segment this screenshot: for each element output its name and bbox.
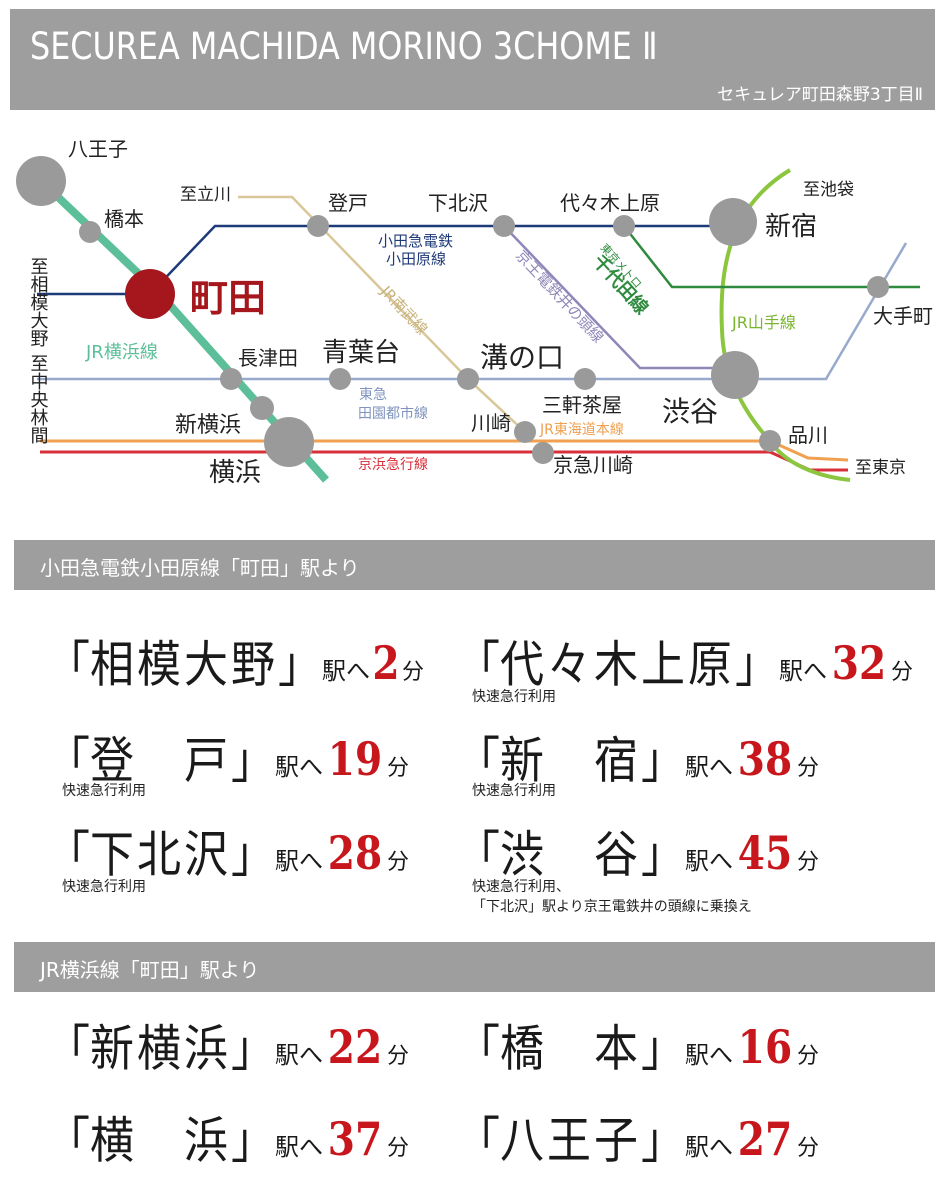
label-yokohama: 横浜 bbox=[209, 458, 261, 488]
route-map: 八王子 橋本 町田 長津田 新横浜 横浜 青葉台 登戸 下北沢 代々木上原 新宿… bbox=[16, 137, 933, 488]
property-title: SECUREA MACHIDA MORINO 3CHOME Ⅱ bbox=[30, 25, 658, 68]
label-sangenjaya: 三軒茶屋 bbox=[542, 393, 622, 417]
station-noborito bbox=[307, 215, 329, 237]
entry-name: 八王子 bbox=[500, 1112, 641, 1170]
dir-chuorinkan: 至中央林間 bbox=[28, 354, 49, 445]
note-shibuya-2: 「下北沢」駅より京王電鉄井の頭線に乗換え bbox=[472, 899, 752, 915]
entry-name: 渋 谷 bbox=[500, 826, 641, 884]
station-hashimoto bbox=[79, 221, 101, 243]
entry-minutes: 38 bbox=[737, 732, 793, 786]
entry-minutes: 37 bbox=[327, 1112, 383, 1166]
label-shibuya: 渋谷 bbox=[662, 395, 718, 428]
entry-name: 相模大野 bbox=[90, 636, 278, 694]
entry-name: 新横浜 bbox=[90, 1020, 231, 1078]
entry-minutes: 16 bbox=[737, 1020, 793, 1074]
line-keikyu: 京浜急行線 bbox=[358, 457, 428, 473]
property-subtitle: セキュレア町田森野3丁目Ⅱ bbox=[717, 85, 923, 105]
section-jr-title: JR横浜線「町田」駅より bbox=[40, 958, 260, 982]
section-odakyu-title: 小田急電鉄小田原線「町田」駅より bbox=[40, 556, 360, 580]
station-nagatsuta bbox=[220, 368, 242, 390]
station-aobadai bbox=[329, 368, 351, 390]
station-hachioji bbox=[16, 156, 66, 206]
note-shibuya-1: 快速急行利用、 bbox=[472, 879, 570, 895]
label-mizonokuchi: 溝の口 bbox=[480, 341, 564, 374]
station-machida bbox=[125, 269, 175, 319]
station-shinyokohama bbox=[250, 396, 274, 420]
note-yoyogiuehara: 快速急行利用 bbox=[472, 689, 556, 705]
station-yokohama bbox=[264, 417, 314, 467]
entry-minutes: 19 bbox=[327, 732, 383, 786]
station-shinagawa bbox=[759, 430, 781, 452]
section-odakyu-header: 小田急電鉄小田原線「町田」駅より bbox=[14, 540, 935, 590]
label-otemachi: 大手町 bbox=[873, 304, 933, 328]
station-otemachi bbox=[867, 276, 889, 298]
dir-ikebukuro: 至池袋 bbox=[803, 180, 854, 200]
entry-name: 下北沢 bbox=[90, 826, 231, 884]
note-noborito: 快速急行利用 bbox=[62, 783, 146, 799]
label-kawasaki: 川崎 bbox=[471, 411, 511, 435]
entry-name: 横 浜 bbox=[90, 1112, 231, 1170]
line-odakyu-1: 小田急電鉄 bbox=[378, 232, 453, 250]
label-hachioji: 八王子 bbox=[68, 137, 128, 161]
entry-minutes: 45 bbox=[737, 826, 793, 880]
entry-minutes: 2 bbox=[372, 636, 400, 690]
label-noborito: 登戸 bbox=[328, 191, 368, 215]
label-shimokitazawa: 下北沢 bbox=[428, 191, 488, 215]
line-yokohama: JR横浜線 bbox=[85, 342, 158, 363]
label-yoyogiuehara: 代々木上原 bbox=[560, 191, 660, 215]
entry-minutes: 32 bbox=[831, 636, 887, 690]
station-keikyukawasaki bbox=[532, 442, 554, 464]
line-nambu: JR南武線 bbox=[376, 282, 431, 339]
station-sangenjaya bbox=[574, 368, 596, 390]
dir-tachikawa: 至立川 bbox=[180, 185, 231, 205]
label-shinagawa: 品川 bbox=[788, 423, 828, 447]
note-shimokitazawa: 快速急行利用 bbox=[62, 879, 146, 895]
line-tokaido: JR東海道本線 bbox=[539, 422, 624, 438]
tokaido-line-east bbox=[769, 439, 849, 462]
label-machida: 町田 bbox=[190, 275, 266, 320]
entry-minutes: 28 bbox=[327, 826, 383, 880]
dir-tokyo: 至東京 bbox=[855, 458, 906, 478]
nambu-line bbox=[238, 195, 526, 433]
dir-sagamiono: 至相模大野 bbox=[28, 257, 49, 347]
odakyu-line bbox=[37, 224, 730, 296]
label-keikyukawasaki: 京急川崎 bbox=[553, 453, 633, 477]
station-kawasaki bbox=[514, 421, 536, 443]
station-shinjuku bbox=[709, 198, 757, 246]
station-shimokitazawa bbox=[493, 215, 515, 237]
station-mizonokuchi bbox=[457, 368, 479, 390]
chiyoda-line bbox=[623, 225, 920, 289]
station-yoyogiuehara bbox=[613, 215, 635, 237]
line-tokyu-2: 田園都市線 bbox=[358, 405, 428, 422]
entry-minutes: 22 bbox=[327, 1020, 383, 1074]
entry-name: 登 戸 bbox=[90, 732, 231, 790]
line-yamanote: JR山手線 bbox=[731, 313, 796, 332]
label-shinjuku: 新宿 bbox=[765, 212, 817, 242]
label-nagatsuta: 長津田 bbox=[238, 346, 298, 370]
keio-line bbox=[503, 225, 736, 370]
entry-name: 新 宿 bbox=[500, 732, 641, 790]
entry-name: 橋 本 bbox=[500, 1020, 641, 1078]
note-shinjuku: 快速急行利用 bbox=[472, 783, 556, 799]
label-shinyokohama: 新横浜 bbox=[175, 413, 241, 438]
entry-minutes: 27 bbox=[737, 1112, 793, 1166]
label-hashimoto: 橋本 bbox=[104, 207, 144, 231]
entry-name: 代々木上原 bbox=[500, 636, 735, 694]
line-odakyu-2: 小田原線 bbox=[386, 250, 446, 268]
label-aobadai: 青葉台 bbox=[322, 338, 400, 368]
station-shibuya bbox=[711, 351, 759, 399]
header-banner: SECUREA MACHIDA MORINO 3CHOME Ⅱ セキュレア町田森… bbox=[10, 9, 935, 110]
section-jr-header: JR横浜線「町田」駅より bbox=[14, 942, 935, 992]
line-tokyu-1: 東急 bbox=[359, 387, 387, 403]
